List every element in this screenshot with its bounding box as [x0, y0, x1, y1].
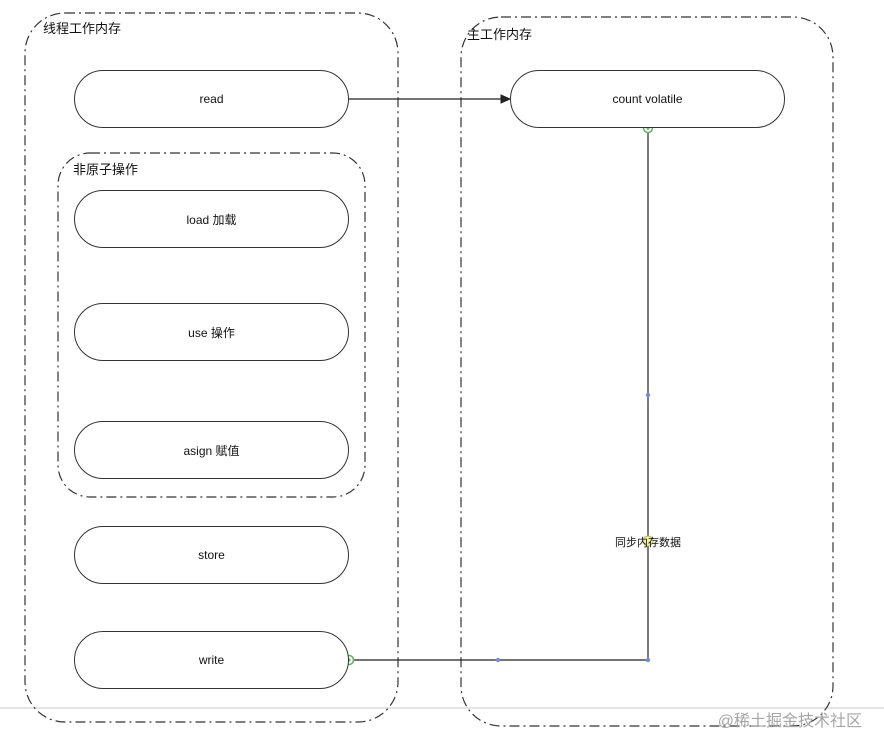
sync-memory-label: 同步内存数据	[615, 537, 681, 549]
count-volatile-node[interactable]: count volatile	[510, 70, 785, 128]
use-node[interactable]: use 操作	[74, 303, 349, 361]
non-atomic-container[interactable]	[57, 152, 366, 498]
watermark: @稀土掘金技术社区	[717, 713, 862, 730]
thread-memory-label: 线程工作内存	[43, 21, 122, 36]
read-node[interactable]: read	[74, 70, 349, 128]
non-atomic-label: 非原子操作	[73, 162, 139, 177]
waypoint-handle[interactable]	[645, 657, 651, 663]
edge-label-handle[interactable]	[642, 535, 654, 547]
assign-node[interactable]: asign 赋值	[74, 421, 349, 479]
load-node[interactable]: load 加载	[74, 190, 349, 248]
waypoint-handle[interactable]	[495, 657, 501, 663]
main-memory-container[interactable]	[460, 16, 834, 727]
store-node[interactable]: store	[74, 526, 349, 584]
thread-memory-container[interactable]	[24, 12, 399, 723]
write-node[interactable]: write	[74, 631, 349, 689]
waypoint-handle[interactable]	[645, 392, 651, 398]
main-memory-label: 主工作内存	[467, 27, 533, 42]
sync-memory-connector[interactable]	[349, 128, 649, 661]
